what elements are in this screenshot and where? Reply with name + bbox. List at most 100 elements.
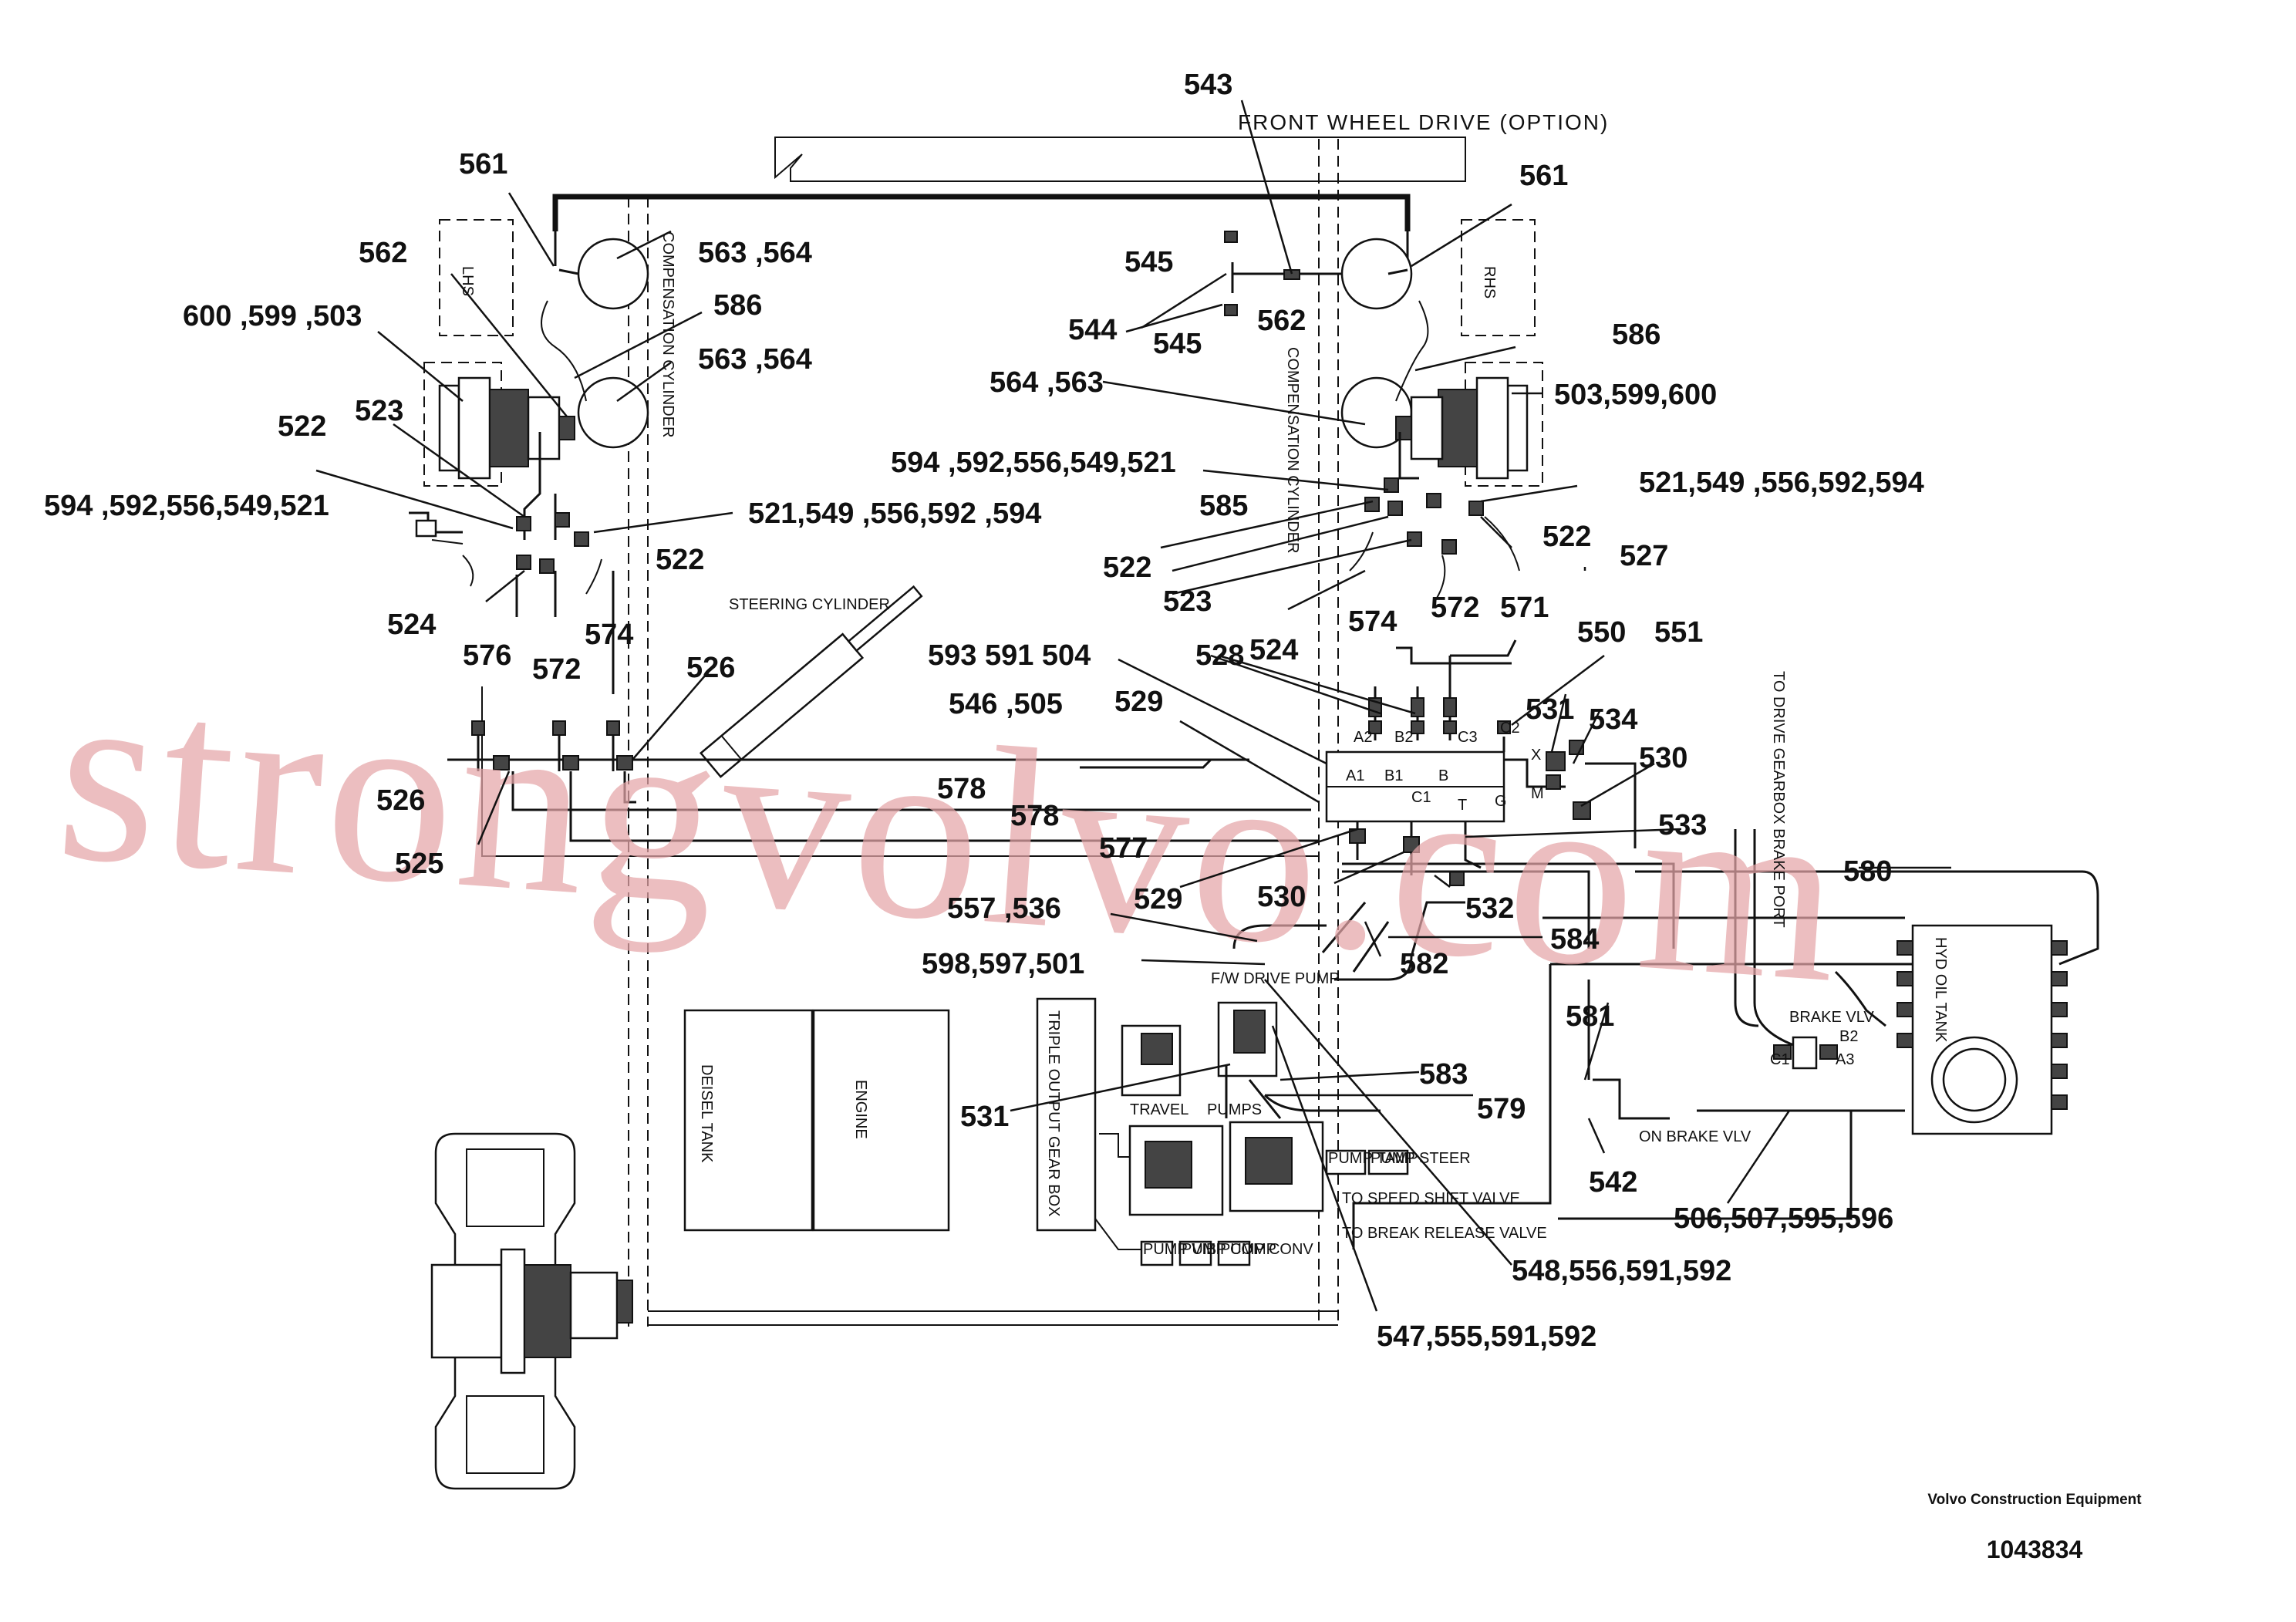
pump-tamp-label: PUMP TAMP bbox=[1328, 1150, 1418, 1167]
callout-550: 550 bbox=[1577, 616, 1626, 649]
port-label: C1 bbox=[1770, 1051, 1790, 1068]
callout-571: 571 bbox=[1500, 592, 1549, 624]
port-label: A3 bbox=[1836, 1051, 1854, 1068]
drawing-number: 1043834 bbox=[1987, 1536, 2083, 1563]
callout-530: 530 bbox=[1639, 742, 1687, 774]
travel-label: TRAVEL bbox=[1130, 1101, 1188, 1118]
to-speed-shift-label: TO SPEED SHIFT VALVE bbox=[1342, 1190, 1520, 1207]
pump-comp-label: PUMP COMP bbox=[1182, 1241, 1276, 1258]
comp-cyl-left-label: COMPENSATION CYLINDER bbox=[659, 231, 676, 437]
callout-503-599-600: 503,599,600 bbox=[1554, 379, 1717, 411]
callout-521-549-556-592-594: 521,549 ,556,592 ,594 bbox=[748, 497, 1041, 530]
pumps-label: PUMPS bbox=[1207, 1101, 1262, 1118]
callout-585: 585 bbox=[1199, 490, 1248, 522]
callout-574: 574 bbox=[1348, 605, 1397, 638]
hyd-oil-tank bbox=[1896, 924, 2068, 1135]
rhs-label: RHS bbox=[1481, 266, 1498, 298]
front-brake-line bbox=[541, 194, 1429, 449]
port-label: A2 bbox=[1354, 729, 1372, 746]
brake-vlv-label: BRAKE VLV bbox=[1789, 1009, 1874, 1026]
callout-598-597-501: 598,597,501 bbox=[922, 948, 1084, 980]
engine-label: ENGINE bbox=[852, 1080, 869, 1139]
brake-valve bbox=[1773, 1036, 1838, 1070]
title-block: Volvo Construction Equipment 1043834 bbox=[1927, 1492, 2142, 1563]
callout-581: 581 bbox=[1566, 1000, 1614, 1033]
callout-564-563: 564 ,563 bbox=[990, 366, 1104, 399]
callout-579: 579 bbox=[1477, 1093, 1526, 1125]
callout-562: 562 bbox=[1257, 305, 1306, 337]
left-manifold bbox=[447, 720, 1319, 842]
left-fittings bbox=[409, 432, 615, 694]
callouts: 543 561 561 563 ,564 562 586 600 ,599 ,5… bbox=[44, 69, 1924, 1353]
hyd-oil-tank-label: HYD OIL TANK bbox=[1932, 937, 1949, 1043]
company-name: Volvo Construction Equipment bbox=[1927, 1492, 2142, 1508]
callout-580: 580 bbox=[1843, 855, 1892, 888]
callout-530: 530 bbox=[1257, 881, 1306, 913]
port-label: B bbox=[1438, 767, 1448, 784]
callout-572: 572 bbox=[1431, 592, 1479, 624]
callout-523: 523 bbox=[355, 395, 403, 427]
callout-594-592-556-549-521: 594 ,592,556,549,521 bbox=[44, 490, 329, 522]
callout-526: 526 bbox=[686, 652, 735, 684]
callout-561: 561 bbox=[1519, 160, 1568, 192]
fw-drive-pump-label: F/W DRIVE PUMP bbox=[1211, 970, 1340, 987]
callout-594-592-556-549-521: 594 ,592,556,549,521 bbox=[891, 447, 1176, 479]
callout-586: 586 bbox=[1612, 319, 1660, 351]
callout-582: 582 bbox=[1400, 948, 1448, 980]
callout-561: 561 bbox=[459, 148, 507, 180]
callout-529: 529 bbox=[1114, 686, 1163, 718]
on-brake-vlv-label: ON BRAKE VLV bbox=[1639, 1128, 1752, 1145]
callout-523: 523 bbox=[1163, 585, 1212, 618]
pump-conv-label: PUMP CONV bbox=[1220, 1241, 1313, 1258]
diesel-tank-label: DEISEL TANK bbox=[698, 1064, 715, 1163]
callout-586: 586 bbox=[713, 289, 762, 322]
callout-522: 522 bbox=[1542, 521, 1591, 553]
callout-522: 522 bbox=[1103, 551, 1151, 584]
callout-600-599-503: 600 ,599 ,503 bbox=[183, 300, 362, 332]
callout-527: 527 bbox=[1620, 540, 1668, 572]
steering-cylinder bbox=[699, 585, 923, 778]
tank-piping bbox=[1321, 829, 2099, 1249]
callout-529: 529 bbox=[1134, 883, 1182, 916]
port-label: B2 bbox=[1839, 1028, 1858, 1045]
to-drive-gearbox-label: TO DRIVE GEARBOX BRAKE PORT bbox=[1770, 671, 1787, 928]
callout-563-564: 563 ,564 bbox=[698, 343, 812, 376]
callout-544: 544 bbox=[1068, 314, 1117, 346]
callout-534: 534 bbox=[1589, 703, 1637, 736]
callout-578: 578 bbox=[1010, 800, 1059, 832]
callout-578: 578 bbox=[937, 773, 986, 805]
steering-cylinder-label: STEERING CYLINDER bbox=[729, 596, 890, 613]
callout-545: 545 bbox=[1153, 328, 1202, 360]
to-break-release-label: TO BREAK RELEASE VALVE bbox=[1342, 1225, 1547, 1242]
right-fittings bbox=[1349, 432, 1520, 665]
callout-593-591-504: 593 591 504 bbox=[928, 639, 1091, 672]
callout-528: 528 bbox=[1195, 639, 1244, 672]
callout-563-564: 563 ,564 bbox=[698, 237, 812, 269]
gearbox-label: TRIPLE OUTPUT GEAR BOX bbox=[1045, 1010, 1062, 1216]
port-label: G bbox=[1495, 793, 1507, 810]
callout-548-556-591-592: 548,556,591,592 bbox=[1512, 1255, 1731, 1287]
callout-522: 522 bbox=[656, 544, 704, 576]
comp-cyl-right-label: COMPENSATION CYLINDER bbox=[1284, 347, 1301, 553]
callout-524: 524 bbox=[387, 609, 436, 641]
callout-533: 533 bbox=[1658, 809, 1707, 841]
port-label: C1 bbox=[1411, 789, 1431, 806]
callout-576: 576 bbox=[463, 639, 511, 672]
callout-525: 525 bbox=[395, 848, 443, 880]
lhs-label: LHS bbox=[459, 266, 476, 296]
callout-522: 522 bbox=[278, 410, 326, 443]
port-label: C2 bbox=[1500, 720, 1520, 737]
callout-562: 562 bbox=[359, 237, 407, 269]
callout-506-507-595-596: 506,507,595,596 bbox=[1674, 1202, 1893, 1235]
callout-584: 584 bbox=[1550, 923, 1599, 956]
pump-vib-label: PUMP VIB bbox=[1143, 1241, 1216, 1258]
callout-572: 572 bbox=[532, 653, 581, 686]
callout-531: 531 bbox=[960, 1101, 1009, 1133]
port-label: B2 bbox=[1394, 729, 1413, 746]
port-label: M bbox=[1531, 785, 1544, 802]
port-label: X bbox=[1531, 747, 1541, 764]
port-label: A1 bbox=[1346, 767, 1364, 784]
callout-542: 542 bbox=[1589, 1166, 1637, 1199]
callout-551: 551 bbox=[1654, 616, 1703, 649]
